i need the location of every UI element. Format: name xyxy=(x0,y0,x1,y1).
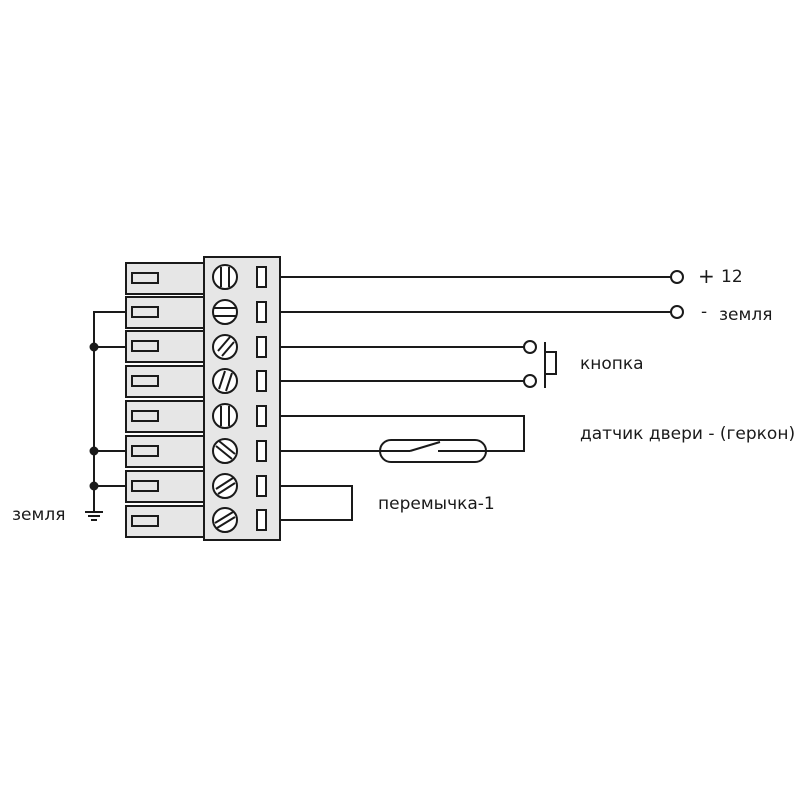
terminal-plus12 xyxy=(670,270,684,284)
terminal-slots xyxy=(256,266,267,531)
screw-1 xyxy=(212,264,238,290)
jumper-1-loop xyxy=(280,485,353,521)
label-ground-left: земля xyxy=(12,505,66,525)
plug-3 xyxy=(125,330,205,363)
plug-5 xyxy=(125,400,205,433)
label-jumper: перемычка-1 xyxy=(378,494,495,514)
label-ground-right: земля xyxy=(719,305,773,325)
screw-2 xyxy=(212,299,238,325)
terminal-ground xyxy=(670,305,684,319)
label-button: кнопка xyxy=(580,354,644,374)
screw-5 xyxy=(212,403,238,429)
label-plus12-sign: + xyxy=(698,264,715,288)
screw-8 xyxy=(212,507,238,533)
label-plus12-value: 12 xyxy=(721,267,743,287)
plug-4 xyxy=(125,365,205,398)
connector-plugs xyxy=(125,262,205,538)
label-door-sensor: датчик двери - (геркон) xyxy=(580,424,796,444)
plug-7 xyxy=(125,470,205,503)
plug-6 xyxy=(125,435,205,468)
push-button-symbol xyxy=(544,342,557,388)
terminal-screws xyxy=(212,264,238,533)
screw-3 xyxy=(212,334,238,360)
wire-door-sensor-loop xyxy=(280,415,525,452)
terminal-block xyxy=(203,256,281,541)
plug-2 xyxy=(125,296,205,329)
plug-8 xyxy=(125,505,205,538)
terminal-button-2 xyxy=(523,374,537,388)
terminal-button-1 xyxy=(523,340,537,354)
ground-symbol xyxy=(85,511,103,521)
plug-1 xyxy=(125,262,205,295)
label-ground-sign: - xyxy=(701,302,708,322)
screw-6 xyxy=(212,438,238,464)
screw-7 xyxy=(212,473,238,499)
ground-bus xyxy=(89,311,126,512)
